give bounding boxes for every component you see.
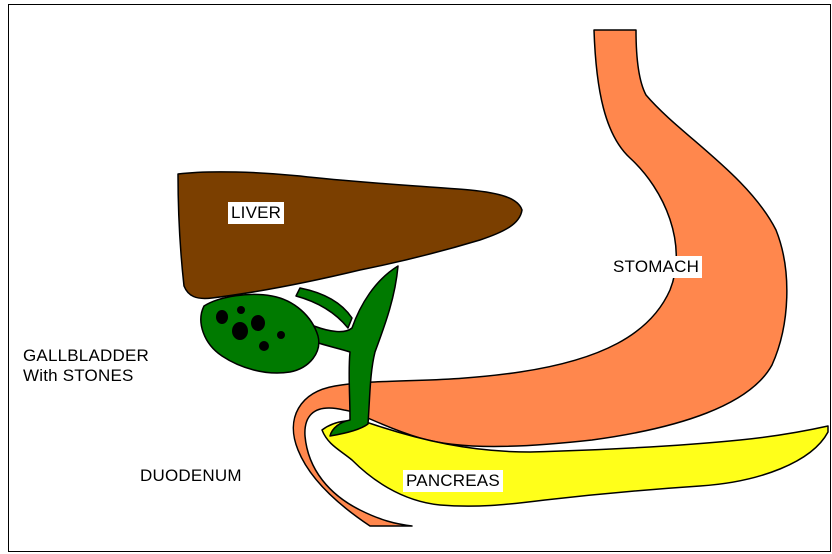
liver-shape (178, 172, 522, 299)
liver-label: LIVER (228, 202, 284, 224)
gallbladder-shape (201, 294, 319, 373)
gallstone (237, 306, 245, 314)
gallstone (259, 341, 269, 351)
gallstone (232, 322, 248, 340)
gallbladder-label-line1: GALLBLADDER (23, 346, 149, 366)
pancreas-label: PANCREAS (403, 470, 503, 492)
gallstone (277, 331, 285, 339)
stomach-label: STOMACH (610, 256, 702, 278)
gallbladder-label: GALLBLADDER With STONES (23, 346, 149, 386)
duodenum-label: DUODENUM (140, 466, 242, 486)
gallbladder-label-line2: With STONES (23, 366, 149, 386)
gallstone (251, 315, 265, 331)
gallstone (216, 310, 228, 324)
